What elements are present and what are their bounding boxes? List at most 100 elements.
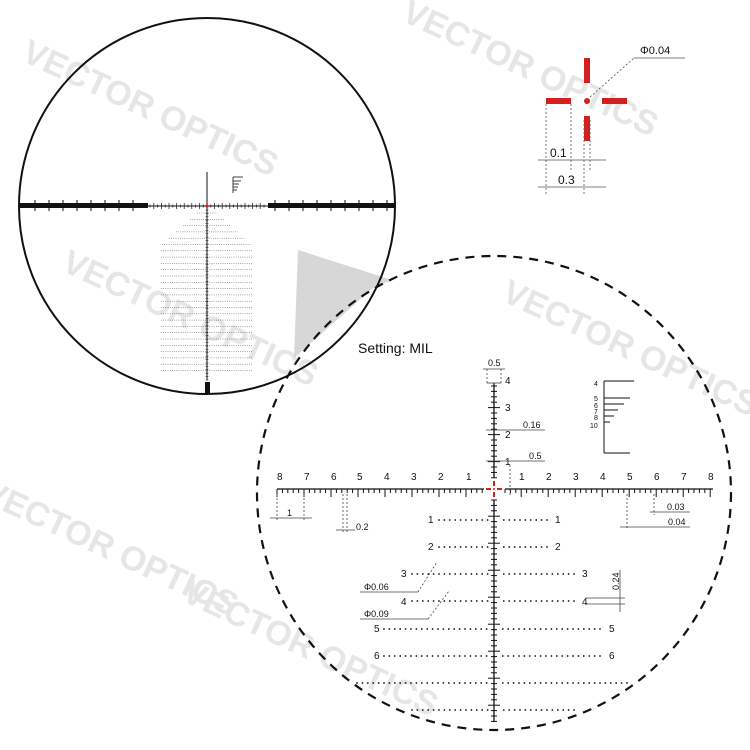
holdover-dot [448,519,451,521]
holdover-dot [459,709,462,711]
holdover-dot [512,655,515,657]
holdover-dot [458,628,461,630]
holdover-dot [518,655,520,657]
holdover-dot [519,546,521,548]
row-label-right: 5 [609,624,615,635]
holdover-dot [393,682,396,684]
dot-small-label: Φ0.06 [364,582,389,592]
holdover-dot [416,709,419,711]
h-label-right: 3 [573,472,579,483]
dim-016-label: 0.16 [523,420,541,430]
holdover-dot [535,709,538,711]
h-label-left: 6 [331,472,337,483]
holdover-dot [470,519,473,521]
holdover-dot [507,682,510,684]
holdover-dot [535,573,538,575]
holdover-dot [524,573,527,575]
holdover-dot [501,682,504,684]
holdover-dot [432,573,435,575]
holdover-dot [528,628,531,630]
holdover-dot [411,600,413,602]
holdover-dot [519,519,521,521]
holdover-dot [448,600,451,602]
dim-024-label: 0.24 [611,572,621,590]
holdover-dot [453,628,456,630]
holdover-dot [502,546,505,548]
holdover-dot [485,682,488,684]
row-label-left: 2 [428,542,434,553]
detail-center-dot [584,98,590,104]
holdover-dot [431,628,434,630]
holdover-dot [377,682,380,684]
holdover-dot [535,600,538,602]
detail-top-bar [584,58,590,83]
holdover-dot [615,682,618,684]
holdover-dot [453,655,456,657]
detail-dim-small: 0.1 [550,146,567,160]
row-label-right: 4 [582,597,588,608]
holdover-dot [540,573,543,575]
holdover-dot [524,600,527,602]
holdover-dot [529,600,532,602]
holdover-dot [626,682,628,684]
holdover-dot [528,655,531,657]
holdover-dot [555,655,558,657]
holdover-dot [546,709,548,711]
holdover-dot [588,628,591,630]
holdover-dot [540,546,543,548]
holdover-dot [523,682,526,684]
holdover-dot [426,655,429,657]
holdover-dot [443,600,446,602]
holdover-dot [573,573,575,575]
holdover-dot [454,573,457,575]
holdover-dot [561,628,564,630]
row-label-right: 3 [582,569,588,580]
bottom-post [205,382,210,394]
holdover-dot [474,655,477,657]
horizontal-dims-left [270,494,355,532]
h-label-left: 5 [357,472,363,483]
holdover-dot [469,628,472,630]
holdover-dot [562,600,565,602]
holdover-dot [447,682,450,684]
holdover-dot [443,546,446,548]
holdover-dot [388,628,391,630]
holdover-dot [566,628,569,630]
watermark-text: VECTOR OPTICS [397,0,664,144]
holdover-dot [582,682,585,684]
row-label-right: 6 [609,651,615,662]
holdover-dot [411,709,413,711]
holdover-dot [480,682,483,684]
setting-label: Setting: MIL [358,340,433,356]
holdover-dot [480,628,483,630]
holdover-dot [512,628,515,630]
holdover-dot [507,628,510,630]
row-label-left: 4 [401,597,407,608]
holdover-dot [459,519,462,521]
holdover-dot [421,709,424,711]
holdover-dot [437,682,439,684]
h-label-right: 6 [654,472,660,483]
holdover-dot [513,600,516,602]
holdover-dot [366,682,369,684]
holdover-dot [465,519,467,521]
holdover-dot [465,546,467,548]
holdover-dot [523,655,526,657]
holdover-dot [593,628,596,630]
holdover-dot [399,682,402,684]
holdover-dot [383,628,385,630]
v-label-up: 2 [505,430,511,441]
h-label-left: 8 [277,472,283,483]
holdover-dot [447,655,450,657]
holdover-dot [372,682,375,684]
dot-callouts [360,561,450,620]
holdover-dot [582,655,585,657]
left-post [20,203,148,208]
holdover-dot [561,682,564,684]
holdover-dot [432,709,435,711]
holdover-dot [421,600,424,602]
detail-right-bar [602,98,627,104]
row-label-left: 5 [374,624,380,635]
holdover-dot [416,600,419,602]
holdover-dot [415,628,418,630]
